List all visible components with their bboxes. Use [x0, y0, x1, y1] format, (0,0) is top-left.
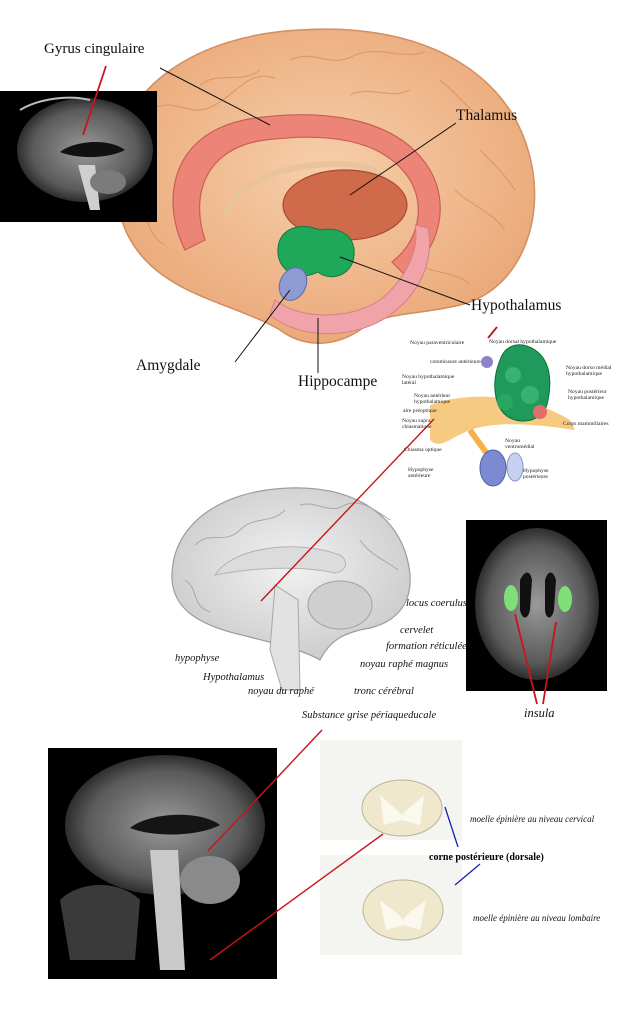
label-corne: corne postérieure (dorsale) [429, 852, 544, 863]
label-amygdale: Amygdale [136, 357, 201, 374]
leader-lines [82, 65, 557, 961]
label-hypothalamus-2: Hypothalamus [203, 672, 265, 683]
label-cervelet: cervelet [400, 625, 434, 636]
label-corps: Corps mammillaires [563, 421, 609, 427]
mri-axial [466, 520, 607, 691]
label-hypophyse-ant: Hypophyse antérieure [408, 467, 434, 480]
label-raphe: noyau du raphé [248, 686, 314, 697]
label-hippocampe: Hippocampe [298, 373, 378, 390]
label-lateral: Noyau hypothalamique latéral [402, 374, 455, 387]
label-raphe-magnus: noyau raphé magnus [360, 659, 449, 670]
label-preoptique: aire préoptique [403, 408, 437, 414]
label-formation: formation réticulée [386, 641, 467, 652]
label-cervical: moelle épinière au niveau cervical [470, 814, 595, 824]
hypothalamus-detail-figure [430, 344, 575, 487]
label-hypophyse: hypophyse [175, 653, 220, 664]
label-thalamus: Thalamus [456, 107, 518, 124]
label-tronc: tronc cérébral [354, 686, 414, 697]
mri-sagittal-top [0, 91, 157, 222]
label-ventromedial: Noyau ventromédial [505, 438, 535, 451]
label-insula: insula [524, 706, 555, 720]
label-noyau-dorsal: Noyau dorsal hypothalamique [489, 339, 557, 345]
label-commissure: commissure antérieure [430, 359, 481, 365]
grey-sagittal-brain [171, 487, 411, 691]
label-dorso-median: Noyau dorso médial hypothalamique [566, 365, 612, 378]
limbic-brain-illustration [115, 28, 536, 344]
mri-sagittal-bottom [48, 748, 277, 979]
label-paraventriculaire: Noyau paraventriculaire [410, 340, 465, 346]
label-anterieur: Noyau antérieur hypothalamique [414, 393, 451, 406]
label-lombaire: moelle épinière au niveau lombaire [473, 913, 601, 923]
label-substance: Substance grise périaqueducale [302, 710, 437, 721]
label-locus: locus coerulus [406, 598, 467, 609]
label-chiasma: Chiasma optique [404, 447, 442, 453]
spinal-cord-sections [320, 740, 462, 955]
label-supra: Noyau supra chiasmatique [402, 418, 432, 431]
label-posterieur: Noyau postérieur hypothalamique [568, 389, 607, 402]
label-hypophyse-post: Hypophyse postérieure [523, 468, 549, 481]
label-gyrus-cingulaire: Gyrus cingulaire [44, 41, 145, 57]
label-hypothalamus: Hypothalamus [471, 297, 562, 314]
